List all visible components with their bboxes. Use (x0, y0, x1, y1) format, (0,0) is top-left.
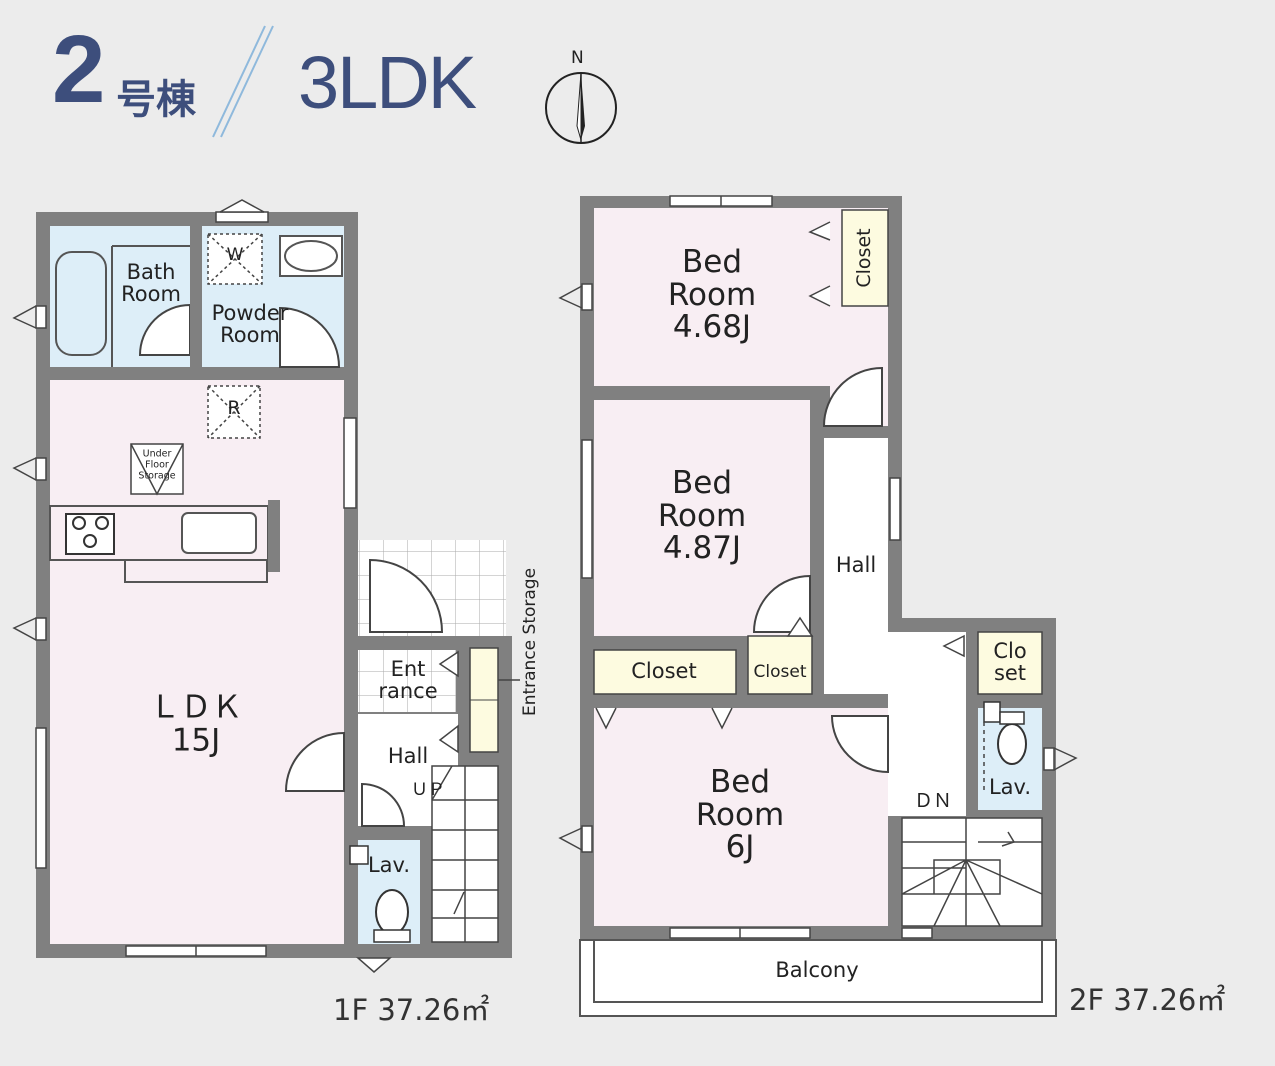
bed2-door-swing (752, 574, 811, 633)
entrance-storage-label: Entrance Storage (520, 567, 541, 717)
closet-mid-small-label: Closet (753, 662, 807, 683)
floor1-lav-label: Lav. (367, 852, 411, 877)
entrance-label: Ent rance (378, 656, 438, 703)
washer-mark: W (226, 245, 244, 266)
bed3-door-swing (830, 715, 889, 774)
bed1-floor (594, 208, 830, 386)
floor2-hall-label: Hall (835, 552, 877, 577)
counter-panel (124, 559, 268, 583)
closet-mid-left (593, 649, 737, 695)
up-label: ＵＰ (411, 780, 445, 801)
entrance-tiles (358, 650, 456, 712)
bath-door-swing (138, 303, 191, 356)
fridge-mark: R (227, 397, 241, 420)
balcony-label: Balcony (775, 957, 859, 982)
building-suffix: 号棟 (116, 77, 196, 123)
powder-room-label: Powder Room (211, 300, 289, 347)
closet-mid-small (747, 635, 813, 695)
building-number: 2 (52, 16, 106, 123)
front-door-swing (369, 558, 444, 633)
layout-type: 3LDK (298, 41, 477, 124)
floor1-area-label: 1F 37.26㎡ (333, 993, 490, 1027)
under-floor-storage-box (130, 443, 184, 495)
closet-right-label: Clo set (993, 638, 1027, 685)
bed2-label: Bed Room 4.87J (657, 465, 747, 567)
bed1-label: Bed Room 4.68J (667, 244, 757, 346)
floor2-area-label: 2F 37.26㎡ (1069, 983, 1226, 1017)
floor1-hall-label: Hall (387, 743, 429, 768)
ldk-label: ＬＤＫ 15J (149, 689, 243, 758)
lav-door-swing (361, 782, 406, 827)
floor1-plan (12, 199, 520, 973)
closet-top (841, 209, 889, 307)
counter-edge (268, 500, 280, 572)
bathroom-label: Bath Room (121, 259, 181, 306)
compass-n-label: N (571, 48, 584, 68)
powder-door-swing (279, 306, 341, 368)
closet-top-label: Closet (853, 228, 876, 288)
toilet-icon-2f (997, 723, 1027, 765)
header: 2 号棟 3LDK N (0, 0, 1275, 170)
ldk-door-swing (284, 731, 345, 792)
floor2-plan (558, 195, 1078, 1017)
floor1-top-vent (215, 211, 269, 223)
bed3-label: Bed Room 6J (695, 764, 785, 866)
closet-right (977, 631, 1043, 695)
toilet-icon (375, 889, 409, 935)
ldk-floor (50, 380, 344, 944)
title-divider (212, 25, 274, 138)
stove-icon (65, 513, 115, 555)
bathtub (55, 251, 107, 356)
compass-icon (545, 72, 617, 144)
kitchen-sink (181, 512, 257, 554)
under-floor-storage-label: Under Floor Storage (138, 448, 176, 482)
bed1-door-swing (822, 366, 883, 427)
floor2-lav-label: Lav. (988, 774, 1032, 799)
closet-mid-left-label: Closet (631, 658, 697, 683)
dn-label: ＤＮ (913, 790, 953, 813)
